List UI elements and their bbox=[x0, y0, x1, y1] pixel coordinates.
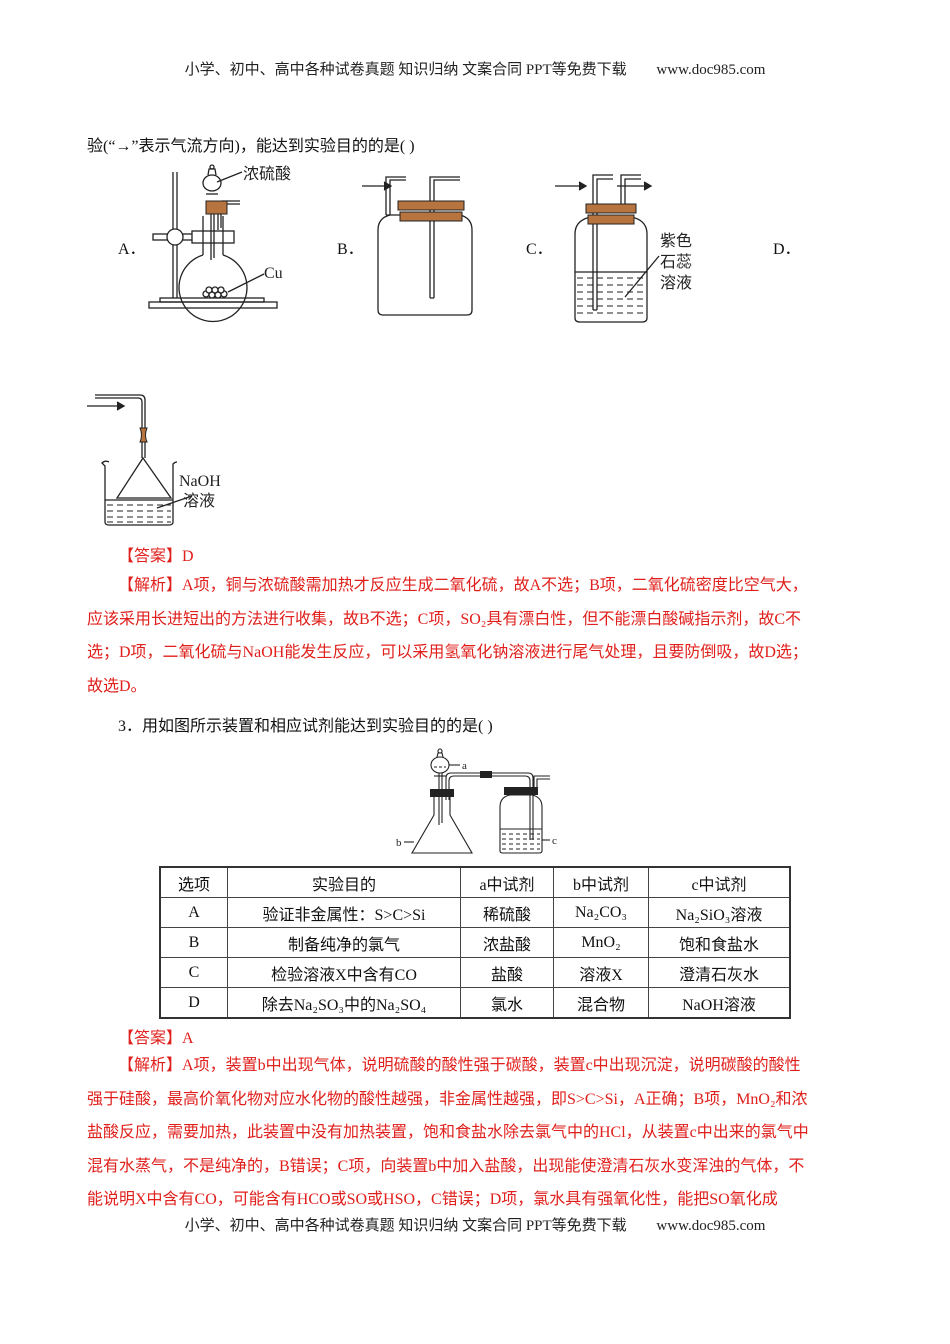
figure-q3-apparatus: a b c bbox=[396, 748, 557, 854]
analysis-label: 【解析】 bbox=[118, 577, 183, 594]
q3-answer: 【答案】A bbox=[118, 1024, 194, 1048]
table-cell: 稀硫酸 bbox=[460, 897, 554, 928]
footer-text: 小学、初中、高中各种试卷真题 知识归纳 文案合同 PPT等免费下载 bbox=[184, 1218, 627, 1234]
option-b-label: B． bbox=[337, 241, 364, 258]
page-header: 小学、初中、高中各种试卷真题 知识归纳 文案合同 PPT等免费下载 www.do… bbox=[0, 58, 950, 79]
table-row: B 制备纯净的氯气 浓盐酸 MnO₂ 饱和食盐水 bbox=[159, 927, 791, 958]
analysis-line: A项，装置b中出现气体，说明硫酸的酸性强于碳酸，装置c中出现沉淀，说明碳酸的酸性 bbox=[182, 1057, 801, 1074]
analysis-line: 盐酸反应，需要加热，此装置中没有加热装置，饱和食盐水除去氯气中的HCl，从装置c… bbox=[87, 1124, 809, 1141]
header-cell: 实验目的 bbox=[227, 866, 461, 898]
label-conc-sulfuric-acid: 浓硫酸 bbox=[243, 165, 291, 183]
label-c: c bbox=[552, 835, 557, 847]
header-site: www.doc985.com bbox=[656, 62, 766, 78]
table-cell: D bbox=[159, 987, 228, 1019]
figure-a-apparatus: 浓硫酸 Cu bbox=[148, 164, 291, 323]
answer-label: 【答案】 bbox=[118, 1030, 183, 1047]
label-purple: 紫色 bbox=[660, 232, 692, 250]
label-naoh: NaOH bbox=[179, 473, 221, 490]
analysis-line: 能说明X中含有CO，可能含有HCO或SO或HSO，C错误；D项，氯水具有强氧化性… bbox=[87, 1191, 778, 1208]
label-litmus: 石蕊 bbox=[660, 253, 692, 271]
figure-b-gas-bottle bbox=[362, 176, 473, 316]
table-cell: 氯水 bbox=[460, 987, 554, 1019]
table-cell: 验证非金属性：S>C>Si bbox=[227, 897, 461, 928]
table-cell: 盐酸 bbox=[460, 957, 554, 988]
answer-value: A bbox=[182, 1030, 194, 1047]
table-cell: B bbox=[159, 927, 228, 958]
table-row: C 检验溶液X中含有CO 盐酸 溶液X 澄清石灰水 bbox=[159, 957, 791, 988]
header-text: 小学、初中、高中各种试卷真题 知识归纳 文案合同 PPT等免费下载 bbox=[184, 62, 627, 78]
q2-answer: 【答案】D bbox=[118, 542, 194, 566]
analysis-line: 选；D项，二氧化硫与NaOH能发生反应，可以采用氢氧化钠溶液进行尾气处理，且要防… bbox=[87, 644, 808, 661]
table-cell: NaOH溶液 bbox=[648, 987, 791, 1019]
label-b: b bbox=[396, 837, 402, 849]
figure-c-litmus-bottle: 紫色 石蕊 溶液 bbox=[555, 174, 692, 323]
answer-value: D bbox=[182, 548, 194, 565]
table-cell: 混合物 bbox=[553, 987, 649, 1019]
analysis-line: 强于硅酸，最高价氧化物对应水化物的酸性越强，非金属性越强，即S>C>Si，A正确… bbox=[87, 1090, 808, 1108]
answer-label: 【答案】 bbox=[118, 548, 183, 565]
header-cell: 选项 bbox=[159, 866, 228, 898]
analysis-line: A项，铜与浓硫酸需加热才反应生成二氧化硫，故A不选；B项，二氧化硫密度比空气大， bbox=[182, 577, 808, 594]
label-a: a bbox=[462, 760, 467, 772]
table-cell: A bbox=[159, 897, 228, 928]
option-a-label: A． bbox=[118, 241, 146, 258]
table-cell: 浓盐酸 bbox=[460, 927, 554, 958]
table-cell: 饱和食盐水 bbox=[648, 927, 791, 958]
header-cell: c中试剂 bbox=[648, 866, 791, 898]
analysis-line: 故选D。 bbox=[87, 677, 147, 695]
analysis-line: 应该采用长进短出的方法进行收集，故B不选；C项，SO₂具有漂白性，但不能漂白酸碱… bbox=[87, 610, 802, 628]
q2-stem: 验(“→”表示气流方向)，能达到实验目的的是( ) bbox=[87, 138, 415, 155]
label-cu: Cu bbox=[264, 265, 283, 282]
table-cell: 溶液X bbox=[553, 957, 649, 988]
header-cell: b中试剂 bbox=[553, 866, 649, 898]
page-footer: 小学、初中、高中各种试卷真题 知识归纳 文案合同 PPT等免费下载 www.do… bbox=[0, 1214, 950, 1235]
q3-stem: 3．用如图所示装置和相应试剂能达到实验目的的是( ) bbox=[118, 718, 493, 735]
footer-site: www.doc985.com bbox=[656, 1218, 766, 1234]
option-c-label: C． bbox=[526, 241, 553, 258]
figure-d-beaker-funnel: NaOH 溶液 bbox=[87, 394, 221, 526]
table-cell: C bbox=[159, 957, 228, 988]
table-cell: 制备纯净的氯气 bbox=[227, 927, 461, 958]
table-cell: Na₂CO₃ bbox=[553, 897, 649, 928]
q3-analysis: 【解析】A项，装置b中出现气体，说明硫酸的酸性强于碳酸，装置c中出现沉淀，说明碳… bbox=[87, 1049, 853, 1217]
table-cell: 检验溶液X中含有CO bbox=[227, 957, 461, 988]
analysis-label: 【解析】 bbox=[118, 1057, 183, 1074]
header-cell: a中试剂 bbox=[460, 866, 554, 898]
table-cell: Na₂SiO₃溶液 bbox=[648, 897, 791, 928]
table-cell: MnO₂ bbox=[553, 927, 649, 958]
q2-analysis: 【解析】A项，铜与浓硫酸需加热才反应生成二氧化硫，故A不选；B项，二氧化硫密度比… bbox=[87, 569, 853, 703]
table-row: A 验证非金属性：S>C>Si 稀硫酸 Na₂CO₃ Na₂SiO₃溶液 bbox=[159, 897, 791, 928]
table-cell: 除去Na₂SO₃中的Na₂SO₄ bbox=[227, 987, 461, 1019]
label-solution-d: 溶液 bbox=[183, 492, 215, 510]
table-header-row: 选项 实验目的 a中试剂 b中试剂 c中试剂 bbox=[159, 866, 791, 898]
label-solution-c: 溶液 bbox=[660, 274, 692, 292]
q3-options-table: 选项 实验目的 a中试剂 b中试剂 c中试剂 A 验证非金属性：S>C>Si 稀… bbox=[159, 866, 791, 1019]
table-row: D 除去Na₂SO₃中的Na₂SO₄ 氯水 混合物 NaOH溶液 bbox=[159, 987, 791, 1019]
table-cell: 澄清石灰水 bbox=[648, 957, 791, 988]
option-d-label: D． bbox=[773, 241, 801, 258]
analysis-line: 混有水蒸气，不是纯净的，B错误；C项，向装置b中加入盐酸，出现能使澄清石灰水变浑… bbox=[87, 1157, 805, 1175]
